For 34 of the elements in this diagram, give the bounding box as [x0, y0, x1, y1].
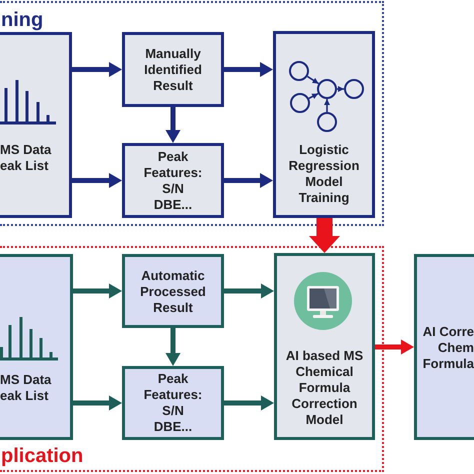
process-box [122, 143, 224, 218]
arrow [73, 284, 122, 298]
box-label: Logistic Regression Model Training [288, 142, 360, 206]
box-label: Peak Features: S/N DBE... [142, 371, 204, 435]
arrow [309, 218, 340, 253]
arrow [166, 328, 180, 366]
arrow [224, 284, 274, 298]
arrow [224, 173, 273, 188]
box-label: AI Corre Chem Formula [422, 324, 474, 372]
arrow [73, 396, 122, 410]
box-label: Peak Features: S/N DBE... [142, 149, 204, 213]
box-label: AI based MS Chemical Formula Correction Model [284, 348, 364, 428]
arrow [375, 340, 414, 354]
process-box [274, 253, 375, 440]
box-label: Automatic Processed Result [139, 268, 207, 316]
arrow [72, 173, 122, 188]
arrow [224, 396, 274, 410]
group-title: plication [1, 444, 84, 468]
arrow [166, 107, 180, 143]
process-box [414, 254, 474, 440]
box-label: Manually Identified Result [143, 46, 203, 94]
dotted-group-frame [0, 246, 384, 472]
process-box [122, 366, 224, 440]
process-box [122, 32, 224, 107]
box-label: MS Data eak List [0, 372, 52, 404]
process-box [122, 254, 224, 328]
arrow [72, 62, 122, 77]
box-label: MS Data eak List [0, 142, 52, 174]
process-box [0, 32, 72, 218]
dotted-group-frame [0, 1, 384, 226]
group-title: ning [1, 8, 44, 32]
process-box [0, 254, 73, 440]
process-box [273, 31, 375, 218]
arrow [224, 62, 273, 77]
